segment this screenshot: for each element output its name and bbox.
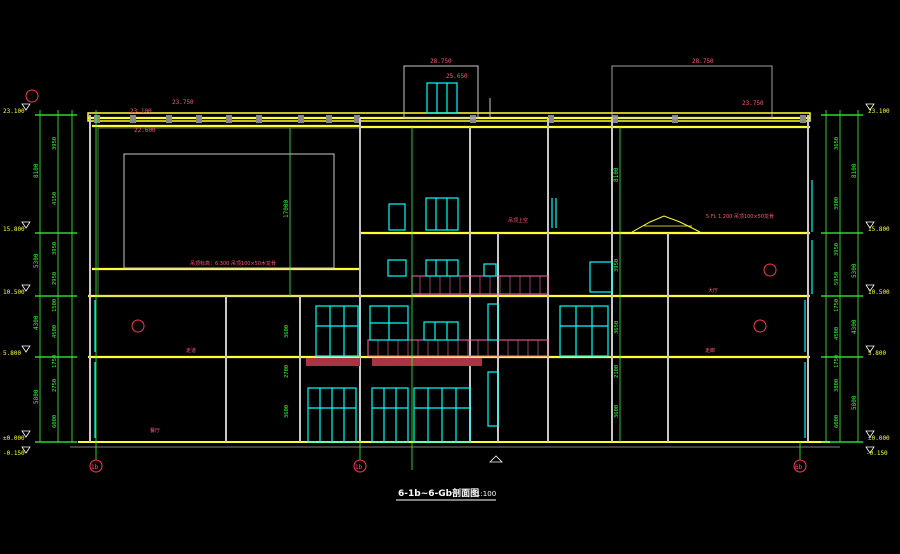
roof-level-7: 23.750 — [742, 100, 764, 107]
note-corridor-2: 走廊 — [705, 347, 715, 354]
dim-c-1: 17000 — [283, 200, 290, 218]
dim-c-4: 3600 — [284, 405, 290, 418]
dim-c-9: 3600 — [614, 405, 620, 418]
dim-lo-1: 8100 — [33, 163, 40, 178]
dim-ri-7: 1750 — [834, 355, 840, 368]
dim-c-8: 2100 — [614, 365, 620, 378]
dims-right-inner: 3650 3900 3950 5950 1750 4500 1750 3800 … — [834, 137, 840, 428]
dim-ro-4: 5800 — [851, 395, 858, 410]
levels-right: 23.100 15.800 10.500 5.800 ±0.000 -0.150 — [866, 108, 890, 457]
datum-symbol-icon — [489, 455, 503, 463]
axis-label-2: 1b — [355, 464, 363, 471]
level-right-3: 10.500 — [868, 289, 890, 296]
dim-ri-8: 3800 — [834, 379, 840, 392]
dim-lo-3: 4300 — [33, 315, 40, 330]
dim-li-9: 6000 — [52, 415, 58, 428]
note-restaurant: 餐厅 — [150, 427, 160, 434]
roof-levels: 28.750 25.650 23.750 22.600 23.100 28.75… — [130, 58, 764, 134]
note-corridor-1: 走道 — [186, 347, 196, 354]
dims-left-outer: 8100 5300 4300 5800 — [33, 163, 40, 404]
level-left-3: 10.500 — [3, 289, 25, 296]
dim-li-7: 1750 — [52, 355, 58, 368]
dim-ro-2: 5300 — [851, 263, 858, 278]
dim-ri-3: 3950 — [834, 243, 840, 256]
dim-li-3: 3950 — [52, 242, 58, 255]
level-right-1: 23.100 — [868, 108, 890, 115]
drawing-title: 6-1b~6-Gb剖面图 — [398, 487, 479, 499]
axis-labels: 1b 1b 6b — [91, 464, 803, 471]
dim-lo-2: 5300 — [33, 253, 40, 268]
dimension-ticks — [35, 114, 863, 443]
dim-c-3: 2700 — [284, 365, 290, 378]
dim-ri-1: 3650 — [834, 137, 840, 150]
roof-level-1: 28.750 — [430, 58, 452, 65]
windows — [94, 82, 813, 443]
dim-li-5: 1500 — [52, 299, 58, 312]
dimension-lines — [39, 110, 859, 470]
level-right-5: ±0.000 — [868, 435, 890, 442]
level-left-4: 5.800 — [3, 350, 21, 357]
dim-ri-6: 4500 — [834, 327, 840, 340]
roof-level-4: 22.600 — [134, 127, 156, 134]
dim-ri-2: 3900 — [834, 197, 840, 210]
title-block: 6-1b~6-Gb剖面图 1:100 — [396, 487, 496, 501]
dim-ri-4: 5950 — [834, 272, 840, 285]
dim-c-6: 3950 — [614, 259, 620, 272]
note-hall-ceiling: 吊顶标高：6.300 吊顶100×50木龙骨 — [190, 260, 276, 267]
drawing-scale: 1:100 — [476, 490, 496, 498]
dim-li-4: 2950 — [52, 272, 58, 285]
note-lobby: 大厅 — [708, 287, 718, 294]
structure — [70, 65, 840, 448]
dim-li-6: 4500 — [52, 325, 58, 338]
dim-ri-9: 6000 — [834, 415, 840, 428]
level-left-2: 15.800 — [3, 226, 25, 233]
note-void: 吊顶上空 — [508, 217, 528, 224]
dim-c-2: 3600 — [284, 325, 290, 338]
level-left-5: ±0.000 — [3, 435, 25, 442]
dims-center: 17000 3600 2700 3600 8100 3950 3650 2100… — [283, 167, 620, 418]
axis-label-3: 6b — [795, 464, 803, 471]
dim-li-2: 4150 — [52, 192, 58, 205]
dim-ro-3: 4300 — [851, 319, 858, 334]
annotations: 吊顶标高：6.300 吊顶100×50木龙骨 吊顶上空 5.FL 1.200 吊… — [150, 213, 774, 434]
dims-right-outer: 8100 5300 4300 5800 — [851, 163, 858, 410]
dim-ri-5: 1750 — [834, 299, 840, 312]
level-right-2: 15.800 — [868, 226, 890, 233]
dim-li-1: 3950 — [52, 137, 58, 150]
axis-label-1: 1b — [91, 464, 99, 471]
roof-level-3: 23.750 — [172, 99, 194, 106]
level-right-6: -0.150 — [866, 450, 888, 457]
dim-c-7: 3650 — [614, 321, 620, 334]
level-markers — [21, 103, 875, 454]
dim-ro-1: 8100 — [851, 163, 858, 178]
roof-level-2: 25.650 — [446, 73, 468, 80]
level-right-4: 5.800 — [868, 350, 886, 357]
level-left-6: -0.150 — [3, 450, 25, 457]
axis-circles — [25, 89, 807, 473]
dims-left-inner: 3950 4150 3950 2950 1500 4500 1750 2750 … — [52, 137, 58, 428]
roof-level-6: 28.750 — [692, 58, 714, 65]
levels-left: 23.100 15.800 10.500 5.800 ±0.000 -0.150 — [3, 108, 25, 457]
roof-level-5: 23.100 — [130, 108, 152, 115]
dim-lo-4: 5800 — [33, 389, 40, 404]
note-5fl: 5.FL 1.200 吊顶100×50龙骨 — [706, 213, 774, 220]
dim-li-8: 2750 — [52, 379, 58, 392]
level-left-1: 23.100 — [3, 108, 25, 115]
dim-c-5: 8100 — [613, 167, 620, 182]
